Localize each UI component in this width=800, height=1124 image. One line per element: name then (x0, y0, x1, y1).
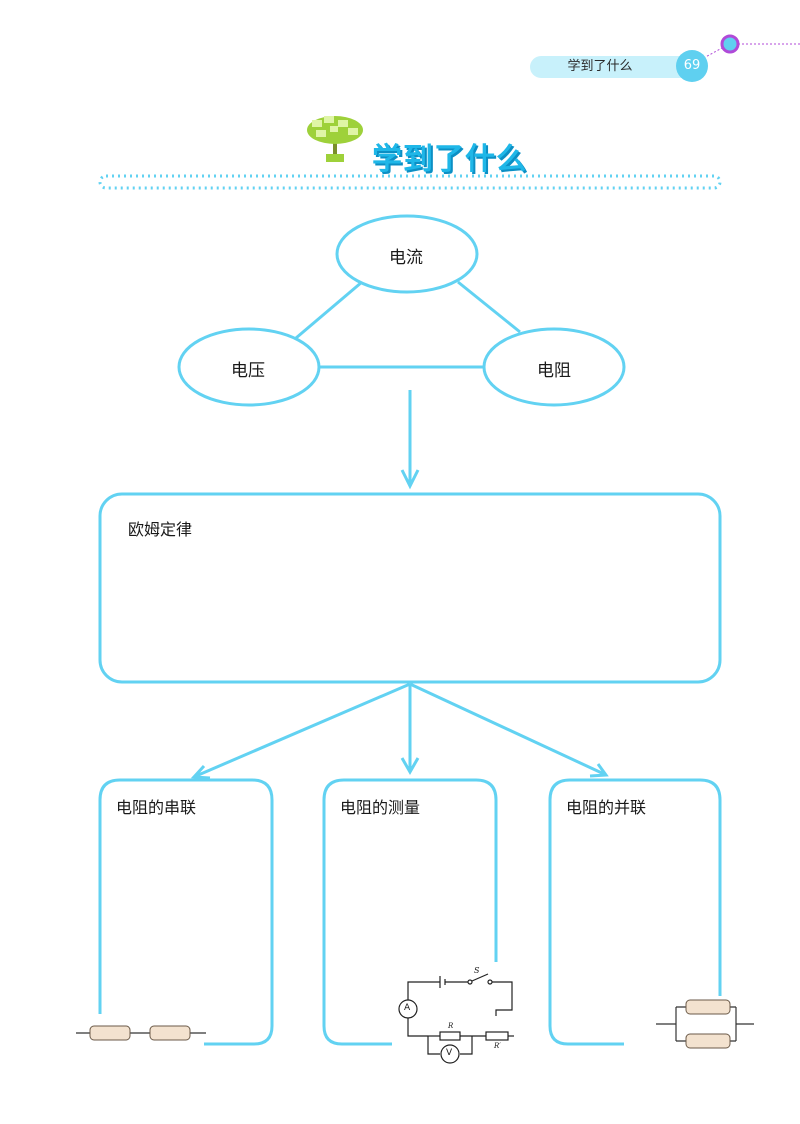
voltmeter-label: V (446, 1048, 453, 1058)
ohms-law-label: 欧姆定律 (128, 520, 193, 539)
oval-voltage (177, 327, 321, 407)
oval-resistance (482, 327, 626, 407)
oval-current (335, 214, 479, 294)
measurement-box-label: 电阻的测量 (340, 798, 421, 817)
parallel-box-label: 电阻的并联 (566, 798, 647, 817)
series-resistors-icon (76, 1025, 206, 1041)
node-voltage: 电压 (231, 361, 265, 381)
node-current: 电流 (389, 248, 423, 268)
page-number: 69 (676, 50, 708, 82)
ammeter-label: A (404, 1003, 411, 1013)
series-box-label: 电阻的串联 (116, 798, 197, 817)
parallel-resistors-icon (656, 999, 754, 1049)
switch-label: S (474, 966, 480, 975)
node-resistance: 电阻 (537, 361, 571, 381)
tree-icon (307, 116, 363, 162)
dotted-separator (98, 174, 722, 190)
page-title: 学到了什么 (372, 142, 527, 177)
rheostat-label: R′ (494, 1042, 501, 1050)
center-box (98, 492, 722, 684)
section-header: 学到了什么 (530, 56, 690, 78)
measurement-circuit-icon (398, 973, 514, 1064)
resistor-label: R (448, 1022, 454, 1030)
ring-icon (720, 34, 740, 54)
